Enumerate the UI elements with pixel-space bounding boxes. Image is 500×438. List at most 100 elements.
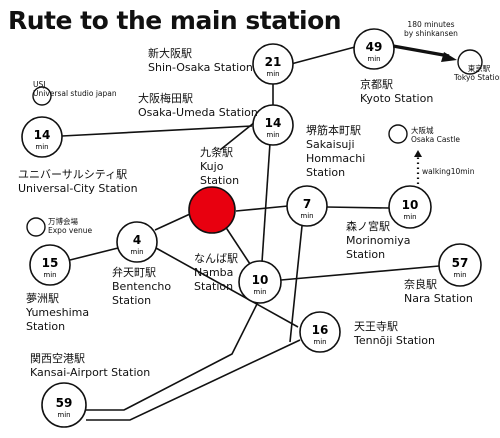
universal-city-label: ユニバーサルシティ駅 Universal-City Station: [18, 168, 138, 196]
tokyo-landmark-icon: [457, 49, 483, 75]
line-tennoji-kansai-airport: [86, 339, 301, 421]
namba-label: なんば駅 Namba Station: [194, 252, 238, 294]
station-node-shin-osaka: 21 min: [252, 43, 294, 85]
arrow-head-icon: [441, 52, 457, 62]
sakaisuji-label-en-2: Hommachi: [306, 152, 366, 165]
shinkansen-note-line-2: by shinkansen: [404, 29, 458, 38]
kyoto-label: 京都駅 Kyoto Station: [360, 78, 433, 106]
minutes-bentencho: 4: [133, 233, 141, 247]
kansai-airport-label-en: Kansai-Airport Station: [30, 366, 151, 379]
expo-label-en: Expo venue: [48, 226, 93, 235]
kansai-airport-label-jp: 関西空港駅: [30, 352, 85, 365]
shinkansen-umeda-kyoto: [290, 46, 356, 65]
unit-namba: min: [253, 288, 266, 296]
minutes-kansai-airport: 59: [56, 396, 73, 410]
tennoji-label-en: Tennōji Station: [354, 334, 436, 347]
line-namba-kansai-airport: [86, 299, 260, 411]
universal-city-label-jp: ユニバーサルシティ駅: [18, 168, 128, 181]
osaka-umeda-label-en: Osaka-Umeda Station: [138, 106, 258, 119]
shin-osaka-label-en: Shin-Osaka Station: [148, 61, 253, 74]
line-namba-nara: [280, 265, 440, 281]
unit-tennoji: min: [313, 338, 326, 346]
bentencho-label-en-2: Station: [112, 294, 152, 307]
shinkansen-kyoto-tokyo: [392, 44, 450, 58]
station-node-bentencho: 4 min: [116, 221, 158, 263]
yumeshima-label-en-2: Station: [26, 320, 66, 333]
sakaisuji-label-jp: 堺筋本町駅: [306, 124, 361, 137]
namba-label-en-1: Namba: [194, 266, 234, 279]
nara-label: 奈良駅 Nara Station: [404, 278, 473, 306]
universal-city-label-en: Universal-City Station: [18, 182, 138, 195]
sakaisuji-hommachi-label: 堺筋本町駅 Sakaisuji Hommachi Station: [306, 124, 365, 180]
line-kujo-sakaisuji: [235, 205, 289, 212]
unit-yumeshima: min: [43, 271, 56, 279]
station-node-morinomiya: 10 min: [388, 185, 432, 229]
route-lines: [61, 64, 440, 421]
morinomiya-label-jp: 森ノ宮駅: [346, 220, 390, 233]
sakaisuji-label-en-1: Sakaisuji: [306, 138, 355, 151]
line-sakaisuji-morinomiya: [325, 206, 390, 209]
minutes-sakaisuji-hommachi: 7: [303, 197, 311, 211]
page-title: Rute to the main station: [8, 6, 342, 35]
minutes-namba: 10: [252, 273, 269, 287]
line-kujo-namba: [224, 225, 251, 265]
expo-label-jp: 万博会場: [48, 217, 78, 226]
expo-landmark-icon: [26, 217, 46, 237]
osaka-castle-label-en: Osaka Castle: [411, 135, 460, 144]
station-node-namba: 10 min: [238, 260, 282, 304]
morinomiya-label-en-2: Station: [346, 248, 386, 261]
namba-label-jp: なんば駅: [194, 252, 238, 265]
line-kujo-bentencho: [154, 213, 191, 231]
walking-note: walking10min: [422, 167, 475, 176]
kujo-label: 九条駅 Kujo Station: [200, 146, 239, 188]
bentencho-label: 弁天町駅 Bentencho Station: [112, 266, 171, 308]
morinomiya-label: 森ノ宮駅 Morinomiya Station: [346, 220, 411, 262]
osaka-castle-landmark-icon: [388, 124, 408, 144]
walking-arrow-icon: [414, 150, 422, 157]
osaka-castle-label-jp: 大阪城: [411, 126, 434, 135]
shin-osaka-label: 新大阪駅 Shin-Osaka Station: [148, 47, 253, 75]
station-node-nara: 57 min: [438, 243, 482, 287]
line-bentencho-yumeshima: [69, 247, 119, 261]
station-node-yumeshima: 15 min: [29, 244, 71, 286]
tokyo-label: 東京駅 Tokyo Station: [454, 64, 500, 82]
tokyo-label-jp: 東京駅: [467, 64, 491, 73]
sakaisuji-label-en-3: Station: [306, 166, 346, 179]
kyoto-label-en: Kyoto Station: [360, 92, 434, 105]
nara-label-en: Nara Station: [404, 292, 473, 305]
minutes-shin-osaka: 21: [265, 55, 282, 69]
minutes-nara: 57: [452, 256, 469, 270]
shinkansen-note: 180 minutes by shinkansen: [404, 20, 458, 38]
morinomiya-label-en-1: Morinomiya: [346, 234, 411, 247]
osaka-castle-label: 大阪城 Osaka Castle: [411, 126, 460, 144]
line-sakaisuji-tennoji: [289, 225, 303, 343]
bentencho-label-en-1: Bentencho: [112, 280, 172, 293]
tokyo-label-en: Tokyo Station: [454, 73, 500, 82]
unit-nara: min: [453, 271, 466, 279]
minutes-kyoto: 49: [366, 40, 383, 54]
kujo-label-en-1: Kujo: [200, 160, 224, 173]
station-node-kyoto: 49 min: [353, 28, 395, 70]
unit-universal-city: min: [35, 143, 48, 151]
yumeshima-label-jp: 夢洲駅: [26, 292, 59, 305]
minutes-osaka-umeda: 14: [265, 116, 282, 130]
bentencho-label-jp: 弁天町駅: [112, 266, 156, 279]
unit-bentencho: min: [130, 248, 143, 256]
unit-kyoto: min: [367, 55, 380, 63]
minutes-morinomiya: 10: [402, 198, 419, 212]
station-node-universal-city: 14 min: [21, 116, 63, 158]
kansai-airport-label: 関西空港駅 Kansai-Airport Station: [30, 352, 150, 380]
line-bentencho-tennoji: [155, 247, 299, 328]
tennoji-label-jp: 天王寺駅: [354, 320, 398, 333]
shin-osaka-label-jp: 新大阪駅: [148, 47, 192, 60]
namba-label-en-2: Station: [194, 280, 234, 293]
usj-label-line-1: USJ: [33, 80, 46, 89]
tennoji-label: 天王寺駅 Tennōji Station: [354, 320, 435, 348]
minutes-universal-city: 14: [34, 128, 51, 142]
kujo-label-en-2: Station: [200, 174, 240, 187]
station-node-sakaisuji-hommachi: 7 min: [286, 185, 328, 227]
expo-label: 万博会場 Expo venue: [48, 217, 92, 235]
kujo-hub-icon: [188, 186, 236, 234]
minutes-tennoji: 16: [312, 323, 329, 337]
